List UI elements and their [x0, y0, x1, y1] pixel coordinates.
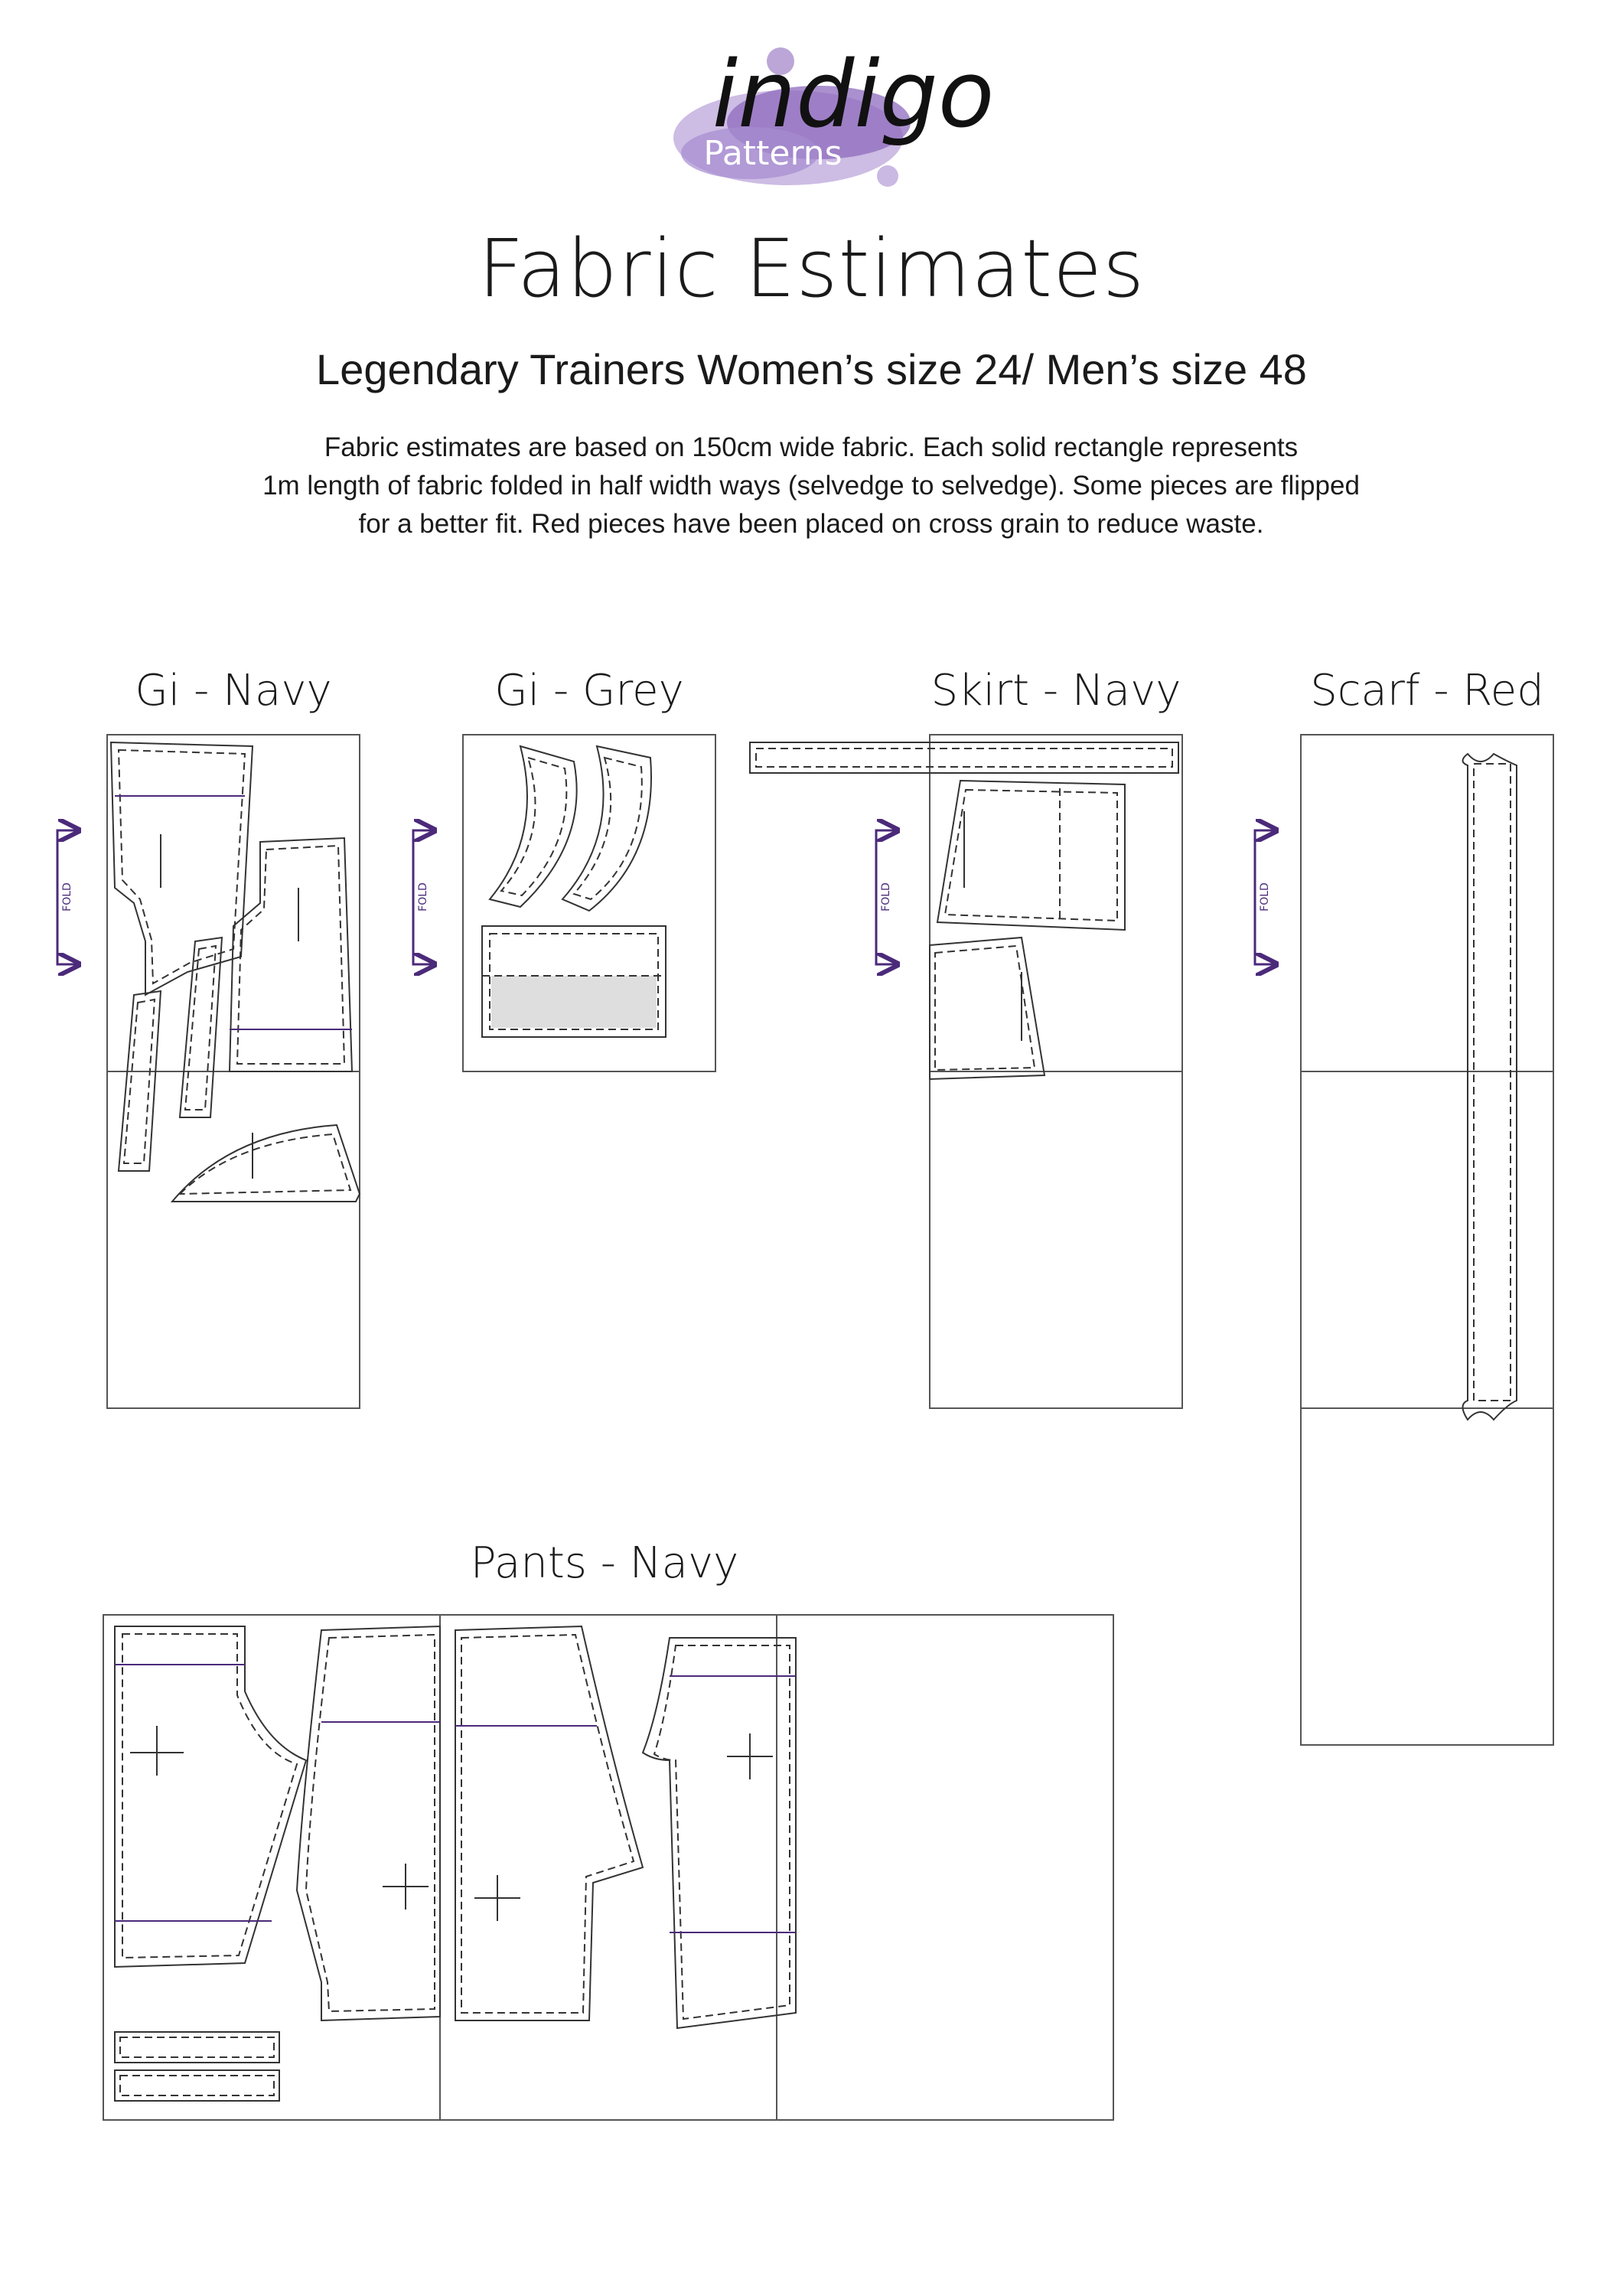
cuff-piece: [114, 2069, 280, 2102]
pattern-piece: [488, 745, 578, 908]
seam-line: [119, 2037, 275, 2058]
description-line: for a better fit. Red pieces have been p…: [358, 509, 1264, 539]
seam-line: [1473, 763, 1511, 1401]
pattern-piece: [170, 1124, 361, 1202]
fold-marker: FOLD: [412, 830, 432, 964]
seam-line: [119, 2075, 275, 2096]
logo-sub-text: Patterns: [703, 134, 842, 173]
layout-label-skirt-navy: Skirt - Navy: [930, 666, 1181, 716]
seam-line: [653, 1645, 790, 2020]
description-line: Fabric estimates are based on 150cm wide…: [324, 432, 1299, 462]
fold-marker: FOLD: [56, 830, 77, 964]
seam-line: [122, 998, 156, 1164]
seam-line: [943, 788, 1118, 922]
fold-marker: FOLD: [1253, 830, 1274, 964]
layout-label-gi-grey: Gi - Grey: [494, 666, 684, 716]
pattern-piece: [641, 1637, 797, 2030]
skirt-navy-layout: FOLD: [749, 734, 1183, 1409]
pattern-piece: [228, 837, 354, 1072]
layout-label-gi-navy: Gi - Navy: [135, 666, 332, 716]
pattern-piece: [117, 990, 162, 1172]
fold-marker: FOLD: [875, 830, 895, 964]
pattern-pieces: [749, 742, 1179, 1081]
fold-label: FOLD: [1259, 882, 1271, 912]
fabric-metre-rect: [462, 734, 716, 1072]
pattern-piece: [561, 745, 652, 912]
page-title: Fabric Estimates: [477, 222, 1146, 315]
pants-navy-layout: [103, 1614, 1114, 2121]
seam-line: [755, 748, 1173, 768]
seam-line: [305, 1633, 435, 2013]
seam-line: [117, 748, 246, 985]
seam-line: [178, 1133, 352, 1195]
pattern-piece: [936, 779, 1126, 931]
waistband-piece: [749, 742, 1179, 774]
pattern-piece: [114, 1626, 308, 1968]
fabric-metre-rect: [1300, 734, 1554, 1746]
gi-navy-layout: FOLD: [56, 734, 361, 1409]
page-subtitle: Legendary Trainers Women’s size 24/ Men’…: [316, 345, 1307, 393]
seam-line: [236, 844, 346, 1065]
indigo-patterns-logo: indigo Patterns: [658, 31, 995, 207]
pattern-piece: [455, 1625, 644, 2021]
seam-line: [184, 944, 217, 1110]
pattern-pieces: [109, 741, 361, 1202]
seam-line: [500, 756, 568, 897]
pattern-piece: [178, 936, 223, 1118]
seam-line: [934, 944, 1036, 1071]
shaded-band: [491, 976, 657, 1028]
fold-label: FOLD: [880, 882, 892, 912]
pattern-piece: [929, 936, 1046, 1081]
gi-grey-layout: FOLD: [412, 734, 716, 1072]
seam-line: [461, 1633, 635, 2014]
seam-line: [489, 933, 659, 1030]
page-description: Fabric estimates are based on 150cm wide…: [199, 429, 1423, 543]
pattern-piece: [109, 741, 254, 996]
scarf-red-layout: FOLD: [1253, 734, 1554, 1746]
fabric-metre-rect: [103, 1614, 1114, 2121]
cuff-piece: [114, 2031, 280, 2063]
pattern-pieces: [1462, 752, 1517, 1421]
fold-label: FOLD: [417, 882, 429, 912]
pattern-piece: [295, 1625, 441, 2022]
layout-label-scarf-red: Scarf - Red: [1310, 666, 1544, 716]
layout-label-pants-navy: Pants - Navy: [470, 1538, 739, 1588]
fold-label: FOLD: [61, 882, 73, 912]
logo-script-text: indigo: [712, 42, 995, 148]
seam-line: [122, 1633, 298, 1959]
pattern-piece: [481, 925, 666, 1038]
pattern-pieces: [114, 1625, 797, 2102]
description-line: 1m length of fabric folded in half width…: [262, 471, 1360, 501]
scarf-piece: [1462, 752, 1517, 1421]
seam-line: [572, 756, 643, 901]
pattern-pieces: [481, 745, 666, 1038]
